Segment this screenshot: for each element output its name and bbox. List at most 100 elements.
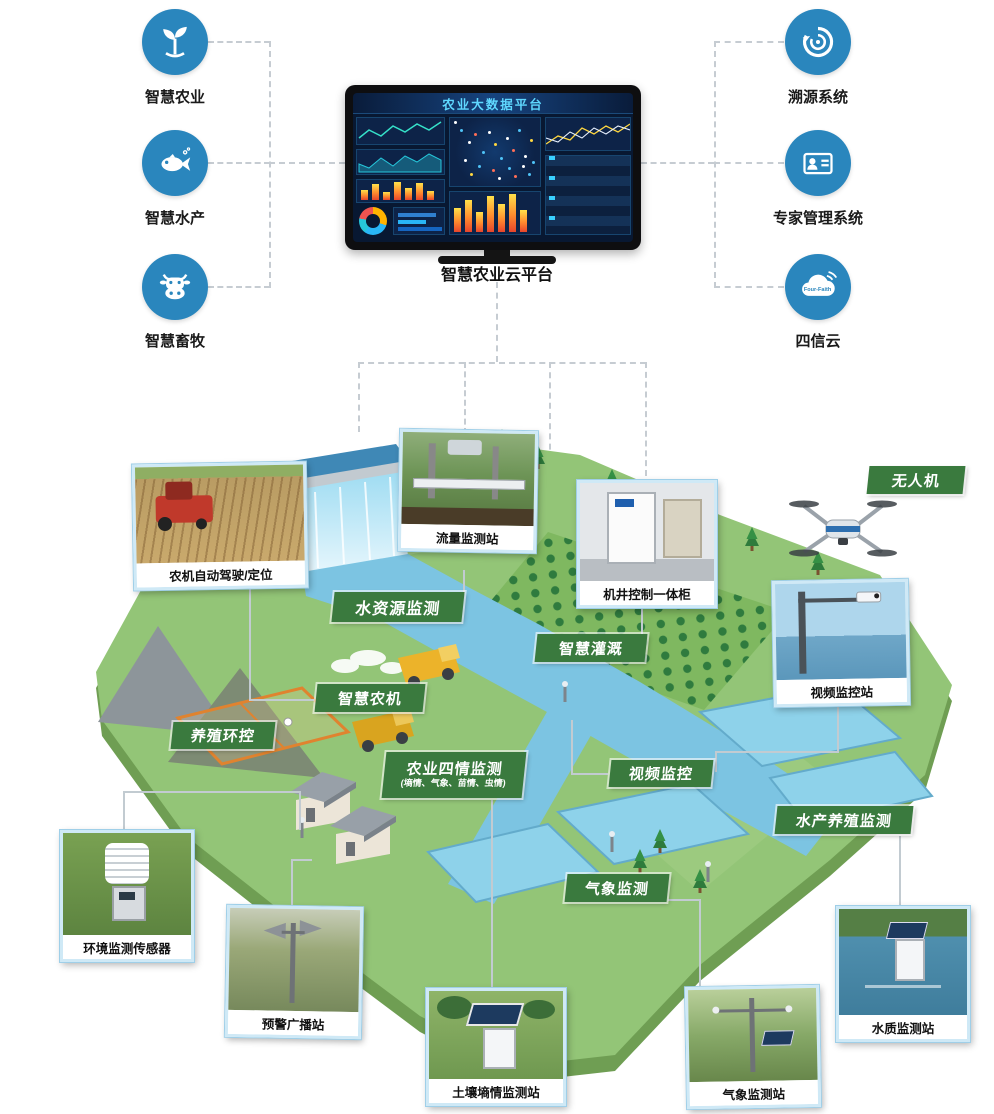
tag-irrigation: 智慧灌溉	[534, 634, 648, 662]
photo-art	[63, 833, 191, 935]
node-expert-system	[785, 130, 851, 196]
photo-flow-station: 流量监测站	[397, 428, 539, 554]
dashed-connector	[549, 362, 551, 470]
decor	[522, 999, 555, 1020]
decor	[105, 843, 149, 884]
photo-art	[774, 581, 907, 681]
dashboard-map-panel	[449, 117, 541, 187]
node-traceability	[785, 9, 851, 75]
decor	[549, 156, 555, 234]
node-fourfaith-cloud: Four-Faith	[785, 254, 851, 320]
photo-label: 气象监测站	[689, 1079, 819, 1107]
platform-caption: 智慧农业云平台	[440, 267, 553, 284]
dashboard-line-chart-1	[356, 117, 445, 145]
decor	[798, 597, 864, 603]
node-label-smart-aquaculture: 智慧水产	[144, 210, 205, 227]
node-smart-livestock	[142, 254, 208, 320]
photo-label: 农机自动驾驶/定位	[136, 560, 306, 588]
node-smart-agriculture	[142, 9, 208, 75]
dashboard-table	[545, 155, 631, 235]
decor	[885, 921, 928, 939]
photo-env-sensor: 环境监测传感器	[60, 830, 194, 962]
photo-video-station: 视频监控站	[771, 578, 911, 708]
expert-card-icon	[803, 152, 833, 175]
tag-label: 农业四情监测	[405, 761, 504, 779]
photo-art	[228, 907, 361, 1013]
monitor-stand-base	[438, 256, 556, 264]
decor	[398, 220, 426, 224]
sprout-icon	[163, 26, 187, 58]
dashed-connector	[714, 286, 784, 288]
decor	[663, 498, 702, 558]
dashboard-line-chart-2	[545, 117, 631, 151]
cow-icon	[159, 274, 191, 300]
tag-label: 气象监测	[583, 880, 650, 898]
dashed-connector	[269, 162, 345, 164]
decor	[281, 931, 306, 935]
dashboard-hbar-chart	[393, 207, 445, 235]
node-label-expert-system: 专家管理系统	[772, 210, 863, 227]
dashed-connector	[208, 286, 270, 288]
decor	[482, 1027, 517, 1069]
tag-drone: 无人机	[866, 466, 966, 494]
decor	[157, 516, 172, 531]
dashed-connector	[714, 41, 784, 43]
tag-label: 无人机	[890, 472, 941, 490]
photo-tractor: 农机自动驾驶/定位	[131, 461, 309, 591]
node-label-traceability: 溯源系统	[787, 89, 848, 106]
decor	[785, 1004, 793, 1012]
dashed-connector	[358, 362, 646, 364]
cloud-icon: Four-Faith	[802, 271, 838, 296]
photo-art	[580, 483, 714, 581]
decor	[428, 443, 436, 499]
dashed-connector	[645, 362, 647, 476]
decor	[895, 938, 925, 981]
node-label-fourfaith-cloud: 四信云	[795, 333, 841, 350]
monitor-frame: 农业大数据平台	[345, 85, 641, 250]
photo-label: 水质监测站	[839, 1015, 967, 1039]
photo-label: 预警广播站	[227, 1009, 359, 1037]
dam	[286, 444, 412, 576]
tag-aquaculture: 水产养殖监测	[774, 806, 914, 834]
callout-lines	[123, 570, 901, 988]
decor	[873, 593, 880, 599]
photo-label: 土壤墒情监测站	[429, 1079, 563, 1103]
photo-label: 环境监测传感器	[63, 935, 191, 959]
traceability-icon	[802, 26, 834, 58]
harvester	[352, 644, 460, 752]
dashboard-donut-chart	[359, 207, 387, 235]
tag-breeding: 养殖环控	[170, 722, 276, 749]
dashboard-area-chart	[356, 149, 445, 175]
tag-label: 视频监控	[627, 766, 694, 783]
photo-broadcast-station: 预警广播站	[224, 904, 364, 1040]
node-label-smart-agriculture: 智慧农业	[144, 89, 205, 106]
decor	[289, 923, 297, 1003]
decor	[437, 996, 472, 1020]
dashboard-title: 农业大数据平台	[442, 97, 544, 112]
dashboard-bar-chart	[449, 191, 541, 235]
dashed-connector	[464, 362, 466, 434]
decor	[761, 1030, 795, 1047]
decor	[412, 478, 526, 491]
photo-label: 流量监测站	[400, 523, 534, 551]
photo-weather-station: 气象监测站	[684, 984, 822, 1110]
photo-art	[839, 909, 967, 1015]
tag-four-conditions: 农业四情监测 (墒情、气象、苗情、虫情)	[381, 752, 527, 798]
decor	[398, 213, 436, 217]
dashed-connector	[208, 41, 270, 43]
node-label-smart-livestock: 智慧畜牧	[144, 333, 205, 350]
decor	[165, 481, 193, 500]
dashed-connector	[496, 282, 498, 362]
tag-sublabel: (墒情、气象、苗情、虫情)	[400, 777, 507, 788]
photo-well-cabinet: 机井控制一体柜	[577, 480, 717, 608]
dashed-connector	[208, 162, 270, 164]
dashed-connector	[641, 162, 714, 164]
tag-label: 水资源监测	[354, 601, 442, 618]
tag-label: 水产养殖监测	[794, 812, 893, 830]
photo-art	[134, 464, 305, 564]
decor	[465, 1003, 525, 1027]
tag-video: 视频监控	[608, 760, 714, 787]
decor	[798, 591, 807, 674]
dashboard-header: 农业大数据平台	[353, 93, 633, 114]
node-smart-aquaculture	[142, 130, 208, 196]
